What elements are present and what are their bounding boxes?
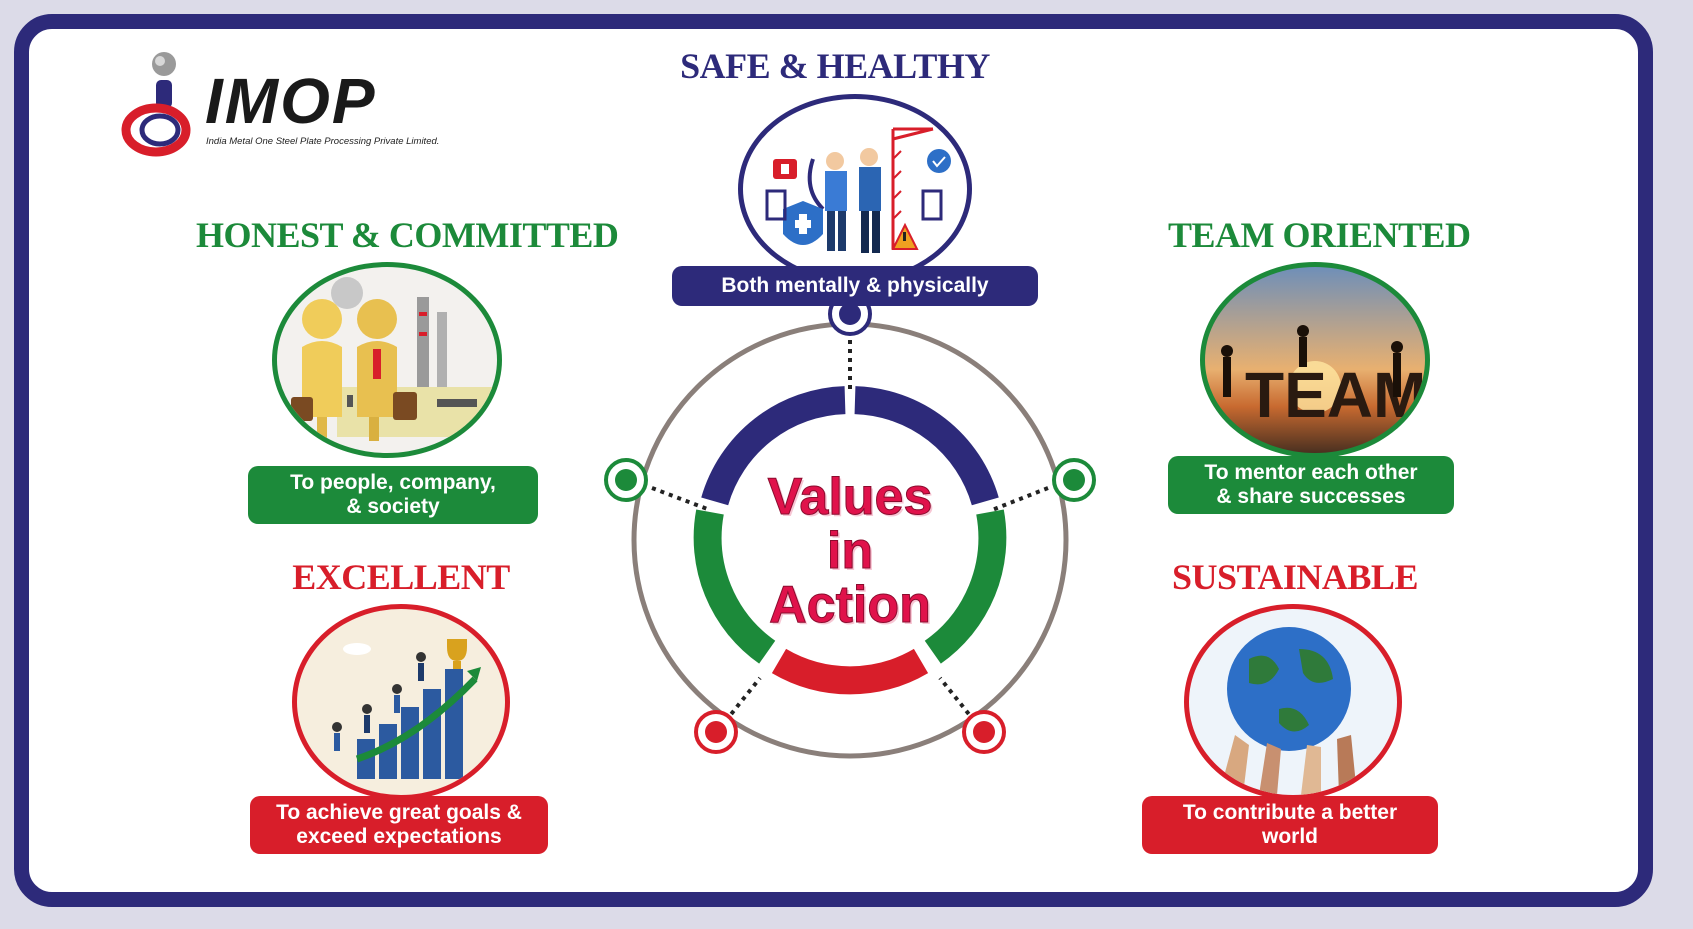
team-oriented-title: TEAM ORIENTED <box>1168 215 1471 255</box>
values-ring-diagram <box>604 300 1096 759</box>
team-oriented-illustration: TEAM <box>1200 262 1430 458</box>
logo-subtitle: India Metal One Steel Plate Processing P… <box>206 136 440 147</box>
node-top <box>828 300 872 336</box>
sustainable-title: SUSTAINABLE <box>1172 557 1418 597</box>
honest-committed-illustration <box>272 262 502 458</box>
sustainable-caption: To contribute a better world <box>1142 796 1438 854</box>
node-bottom-left <box>694 710 738 754</box>
center-title: Values in Action <box>720 468 980 634</box>
business-people-factory-icon <box>291 277 497 441</box>
globe-hands-icon <box>1219 627 1357 795</box>
logo-emblem-icon <box>121 52 191 157</box>
excellent-illustration <box>292 604 510 800</box>
center-title-line2: in <box>826 522 874 580</box>
center-title-line3: Action <box>769 576 932 634</box>
logo-wordmark: IMOP <box>205 65 377 137</box>
safe-healthy-title: SAFE & HEALTHY <box>680 46 990 86</box>
team-oriented-caption: To mentor each other & share successes <box>1168 456 1454 514</box>
sustainable-illustration <box>1184 604 1402 800</box>
safe-healthy-illustration <box>738 94 972 284</box>
honest-committed-caption: To people, company, & society <box>248 466 538 524</box>
workers-safety-icon <box>765 127 951 253</box>
team-letters-icon: TEAM <box>1221 325 1425 431</box>
center-title-line1: Values <box>767 468 933 526</box>
safe-healthy-caption: Both mentally & physically <box>672 266 1038 306</box>
excellent-title: EXCELLENT <box>292 557 510 597</box>
honest-committed-title: HONEST & COMMITTED <box>196 215 619 255</box>
excellent-caption: To achieve great goals & exceed expectat… <box>250 796 548 854</box>
node-right <box>1052 458 1096 502</box>
node-left <box>604 458 648 502</box>
node-bottom-right <box>962 710 1006 754</box>
growth-chart-climbers-icon <box>332 639 481 779</box>
